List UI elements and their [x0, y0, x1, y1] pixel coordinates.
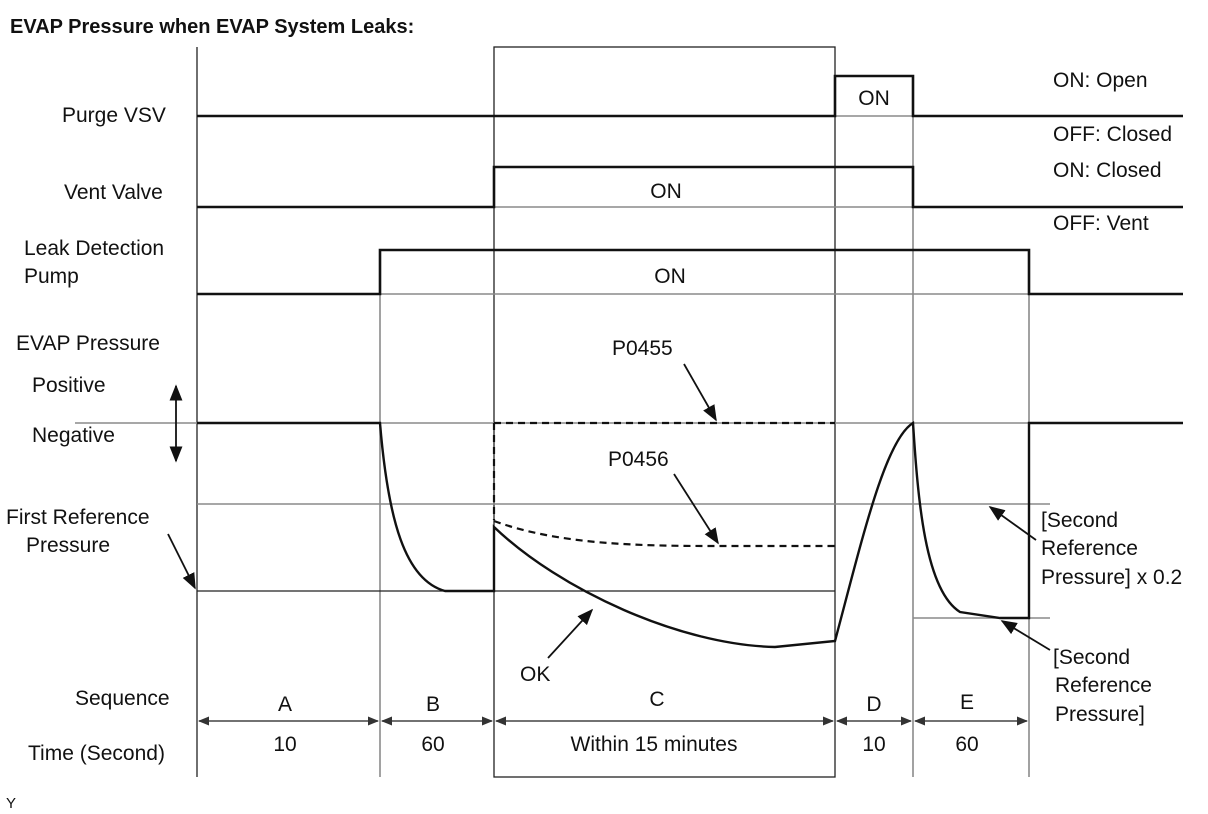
phase-c-box [493, 46, 836, 778]
label-first-ref-1: First Reference [6, 506, 150, 529]
sequence-step-b: B 60 [380, 693, 494, 756]
purge-on-label: ON [858, 87, 890, 110]
label-second-ref-x02-1: [Second [1041, 509, 1118, 532]
vent-valve-waveform [197, 165, 1183, 209]
second-ref-x02-arrow [988, 506, 1037, 541]
label-sequence: Sequence [75, 687, 170, 710]
label-first-ref-2: Pressure [26, 534, 110, 557]
p0456-dashed [493, 519, 835, 548]
purge-vsv-waveform [197, 74, 1183, 118]
leak-pump-waveform [197, 248, 1183, 296]
label-negative: Negative [32, 424, 115, 447]
label-second-ref-x02-2: Reference [1041, 537, 1138, 560]
sequence-step-a: A 10 [197, 693, 380, 756]
step-d-name: D [866, 693, 881, 716]
sequence-step-e: E 60 [913, 691, 1029, 756]
label-leak-pump-1: Leak Detection [24, 237, 164, 260]
label-on-open: ON: Open [1053, 69, 1148, 92]
label-second-ref-x02-3: Pressure] x 0.2 [1041, 566, 1182, 589]
vent-on-label: ON [650, 180, 682, 203]
step-a-time: 10 [273, 733, 296, 756]
diagram-title: EVAP Pressure when EVAP System Leaks: [10, 16, 414, 38]
step-b-time: 60 [421, 733, 444, 756]
label-p0456: P0456 [608, 448, 669, 471]
label-time: Time (Second) [28, 742, 165, 765]
label-second-ref-1: [Second [1053, 646, 1130, 669]
ok-arrow [547, 608, 594, 659]
footer-code: Y [6, 795, 16, 812]
label-purge-vsv: Purge VSV [62, 104, 166, 127]
label-on-closed: ON: Closed [1053, 159, 1162, 182]
label-ok: OK [520, 663, 550, 686]
label-off-vent: OFF: Vent [1053, 212, 1149, 235]
step-e-time: 60 [955, 733, 978, 756]
step-c-name: C [649, 688, 664, 711]
step-a-name: A [278, 693, 292, 716]
pump-on-label: ON [654, 265, 686, 288]
label-leak-pump-2: Pump [24, 265, 79, 288]
sequence-step-c: C Within 15 minutes [494, 688, 835, 756]
step-b-name: B [426, 693, 440, 716]
sequence-step-d: D 10 [835, 693, 913, 756]
label-positive: Positive [32, 374, 106, 397]
step-d-time: 10 [862, 733, 885, 756]
p0455-arrow [683, 363, 717, 422]
label-evap-pressure: EVAP Pressure [16, 332, 160, 355]
label-second-ref-2: Reference [1055, 674, 1152, 697]
p0456-arrow [673, 473, 719, 545]
step-e-name: E [960, 691, 974, 714]
label-off-closed: OFF: Closed [1053, 123, 1172, 146]
evap-pressure-curve [197, 420, 1183, 649]
label-p0455: P0455 [612, 337, 673, 360]
label-vent-valve: Vent Valve [64, 181, 163, 204]
label-second-ref-3: Pressure] [1055, 703, 1145, 726]
second-ref-arrow [1000, 620, 1051, 651]
step-c-time: Within 15 minutes [571, 733, 738, 756]
first-ref-arrow [167, 533, 196, 590]
